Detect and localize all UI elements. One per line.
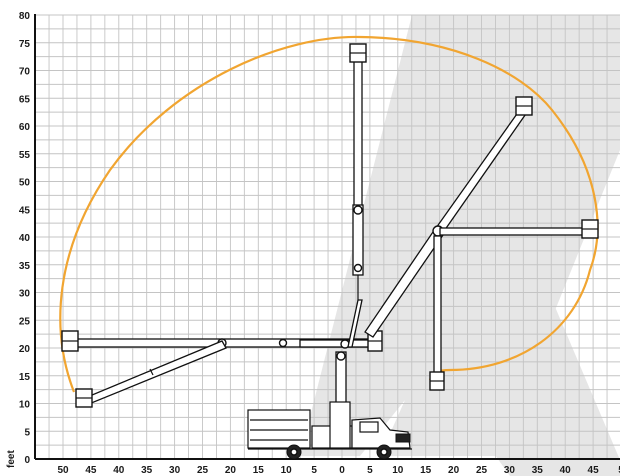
right-hanging-boom [433,235,442,377]
y-tick-label: 50 [19,178,31,189]
y-tick-label: 45 [19,205,31,216]
x-tick-label: 5 [618,465,620,476]
y-tick-label: 70 [19,67,31,78]
y-tick-label: 25 [19,316,31,327]
x-tick-label: 35 [141,465,153,476]
x-tick-label: 25 [197,465,209,476]
center-horizontal-boom [299,339,376,349]
y-tick-label: 65 [19,94,31,105]
bucket-platform-icon [429,371,445,391]
x-tick-label: 30 [504,465,516,476]
bucket-platform-icon [61,330,79,352]
y-tick-label: 75 [19,39,31,50]
y-tick-label: 10 [19,400,31,411]
x-tick-label: 50 [57,465,69,476]
y-tick-label: 5 [24,427,30,438]
y-tick-label: 0 [24,455,30,466]
reach-envelope [59,35,599,393]
y-tick-label: 80 [19,11,31,22]
y-tick-label: 35 [19,261,31,272]
x-tick-label: 15 [420,465,432,476]
x-tick-label: 40 [560,465,572,476]
x-tick-label: 25 [476,465,488,476]
x-axis-tick-labels: 50454035302520151050510152025303540455 [57,465,620,476]
left-diagonal-boom [79,340,227,407]
x-tick-label: 5 [367,465,373,476]
x-tick-label: 45 [85,465,97,476]
y-tick-label: 15 [19,372,31,383]
vertical-boom [352,57,364,300]
y-tick-label: 60 [19,122,31,133]
utility-truck-icon [247,401,412,460]
bucket-platform-icon [349,43,367,63]
bucket-platform-icon [581,219,599,239]
x-tick-label: 10 [281,465,293,476]
x-tick-label: 45 [588,465,600,476]
y-tick-label: 40 [19,233,31,244]
bucket-platform-icon [75,388,93,408]
y-tick-label: 55 [19,150,31,161]
x-tick-label: 15 [253,465,265,476]
x-tick-label: 5 [311,465,317,476]
x-tick-label: 20 [448,465,460,476]
x-tick-label: 40 [113,465,125,476]
y-tick-label: 30 [19,289,31,300]
unit-label: feet [6,450,17,468]
bucket-platform-icon [515,96,533,116]
x-tick-label: 30 [169,465,181,476]
right-upper-horizontal-boom [439,227,591,236]
horizontal-gridlines [35,14,620,460]
x-tick-label: 0 [339,465,345,476]
y-tick-label: 20 [19,344,31,355]
x-tick-label: 20 [225,465,237,476]
x-tick-label: 10 [392,465,404,476]
x-tick-label: 35 [532,465,544,476]
